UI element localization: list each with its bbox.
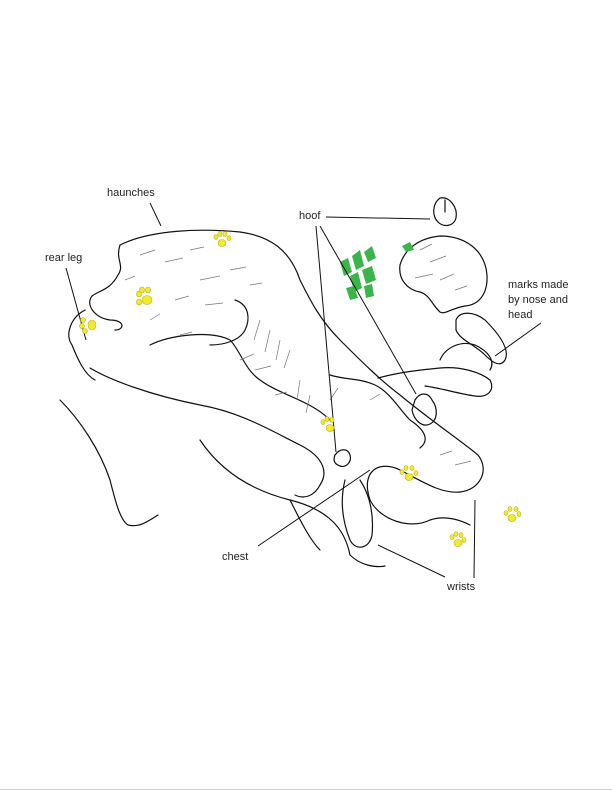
hoof-leader-chest xyxy=(315,225,337,453)
nose-marks-leader xyxy=(494,322,542,357)
paw-print xyxy=(399,465,419,481)
wrists-leader-2 xyxy=(473,499,476,579)
haunches-leader xyxy=(149,202,162,227)
label-hoof: hoof xyxy=(299,210,321,222)
hoof-print-top xyxy=(433,197,457,227)
label-nose-marks-3: head xyxy=(508,309,533,321)
head-mark-outline xyxy=(455,312,507,365)
label-nose-marks-2: by nose and xyxy=(508,294,568,306)
label-rear-leg: rear leg xyxy=(45,252,83,264)
paw-print xyxy=(136,286,153,306)
paw-print xyxy=(320,416,335,432)
hoof-leader-top xyxy=(325,216,431,220)
hoof-leader-mid xyxy=(319,225,417,395)
paw-print xyxy=(79,317,97,334)
body-outline xyxy=(119,229,484,526)
label-wrists: wrists xyxy=(447,581,476,593)
paw-print xyxy=(449,531,467,547)
label-haunches: haunches xyxy=(107,187,155,199)
hoof-print-chest xyxy=(333,449,351,467)
wrists-leader-1 xyxy=(377,544,446,578)
vegetation-marks xyxy=(340,242,414,300)
label-chest: chest xyxy=(222,551,249,563)
upper-patch-outline xyxy=(399,235,488,314)
page-edge xyxy=(0,789,612,790)
label-nose-marks-1: marks made xyxy=(508,279,569,291)
fur-texture xyxy=(124,243,472,466)
paw-print xyxy=(213,231,232,247)
hoof-print-mid xyxy=(411,393,437,426)
chest-leader xyxy=(257,469,371,547)
paw-print xyxy=(503,506,522,522)
